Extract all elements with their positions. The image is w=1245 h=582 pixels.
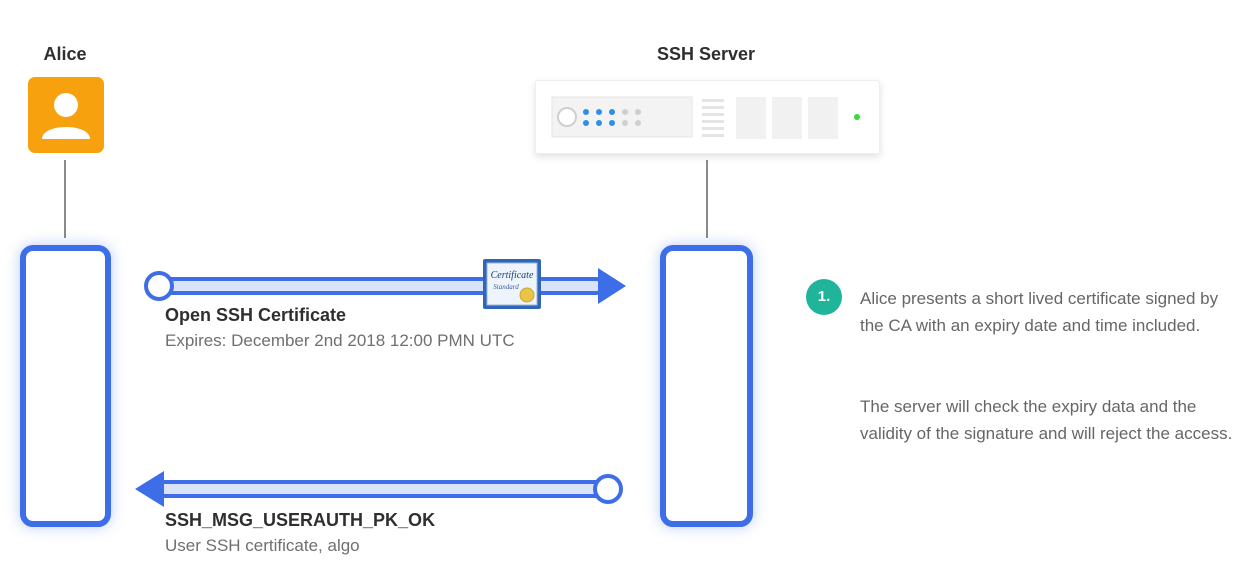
alice-connector-line	[64, 160, 66, 238]
message-2-title: SSH_MSG_USERAUTH_PK_OK	[165, 510, 436, 530]
certificate-icon: Certificate Standard	[482, 258, 542, 310]
step-description-2: The server will check the expiry data an…	[860, 397, 1233, 443]
message-1-subtitle: Expires: December 2nd 2018 12:00 PMN UTC	[165, 331, 515, 350]
open-certificate-arrow	[144, 268, 626, 304]
step-number-badge: 1.	[806, 279, 842, 315]
user-avatar-icon	[28, 77, 104, 153]
certificate-subtitle: Standard	[493, 283, 519, 291]
alice-label: Alice	[43, 44, 87, 64]
step-description-1: Alice presents a short lived certificate…	[860, 289, 1219, 335]
server-rack-icon	[535, 80, 880, 154]
message-2-subtitle: User SSH certificate, algo	[165, 536, 360, 555]
alice-lifeline	[20, 245, 111, 527]
server-label: SSH Server	[656, 44, 756, 64]
userauth-ok-arrow	[135, 471, 623, 507]
server-status-led	[854, 114, 860, 120]
server-connector-line	[706, 160, 708, 238]
server-lifeline	[660, 245, 753, 527]
message-1-title: Open SSH Certificate	[165, 305, 347, 325]
certificate-title: Certificate	[491, 270, 534, 281]
